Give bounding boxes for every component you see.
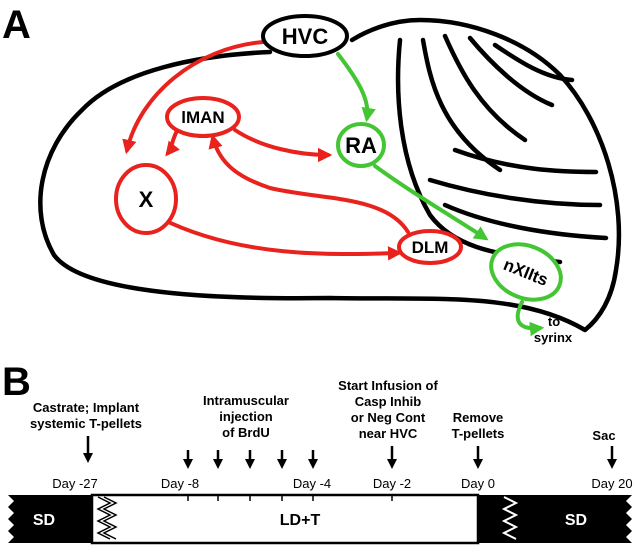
nucleus-x: X [114, 163, 178, 235]
infusion-label-3: or Neg Cont [351, 410, 426, 425]
lman-label: lMAN [181, 108, 224, 127]
remove-label-2: T-pellets [452, 426, 505, 441]
sd-left-label: SD [33, 512, 55, 529]
day-20: Day 20 [591, 476, 632, 491]
ldt-label: LD+T [280, 512, 321, 529]
sd-left-segment [8, 495, 92, 543]
castrate-label-1: Castrate; Implant [33, 400, 140, 415]
sac-label: Sac [592, 428, 615, 443]
day-minus-4: Day -4 [293, 476, 331, 491]
day-labels: Day -27 Day -8 Day -4 Day -2 Day 0 Day 2… [52, 476, 632, 491]
sd-right-label: SD [565, 512, 587, 529]
day-0: Day 0 [461, 476, 495, 491]
infusion-label-2: Casp Inhib [355, 394, 422, 409]
nucleus-nxiits: nXIIts [489, 242, 563, 302]
infusion-label-4: near HVC [359, 426, 418, 441]
nucleus-ra: RA [336, 122, 386, 168]
panel-a-label: A [2, 3, 31, 47]
syrinx-label: syrinx [534, 330, 573, 345]
infusion-label-1: Start Infusion of [338, 378, 438, 393]
brdu-label-1: Intramuscular [203, 393, 289, 408]
time-break-mark [96, 496, 112, 540]
dlm-label: DLM [412, 238, 449, 257]
nucleus-hvc: HVC [261, 14, 349, 58]
day-minus-8: Day -8 [161, 476, 199, 491]
timeline-annotations: Castrate; Implant systemic T-pellets Int… [30, 378, 616, 443]
ra-label: RA [345, 133, 377, 158]
day-minus-27: Day -27 [52, 476, 98, 491]
day-minus-2: Day -2 [373, 476, 411, 491]
nucleus-dlm: DLM [397, 229, 463, 265]
castrate-label-2: systemic T-pellets [30, 416, 142, 431]
sd-right-segment [478, 495, 632, 543]
to-label: to [548, 314, 560, 329]
brdu-label-2: injection [219, 409, 273, 424]
remove-label-1: Remove [453, 410, 504, 425]
hvc-label: HVC [282, 24, 329, 49]
brain-outline [38, 17, 622, 333]
nucleus-lman: lMAN [165, 96, 241, 138]
x-label: X [139, 187, 154, 212]
event-arrows [83, 436, 617, 469]
panel-b-label: B [2, 360, 31, 404]
connections [122, 40, 545, 337]
ldt-segment [90, 493, 480, 545]
timeline-bar: SD LD+T SD [8, 493, 632, 545]
brdu-label-3: of BrdU [222, 425, 270, 440]
